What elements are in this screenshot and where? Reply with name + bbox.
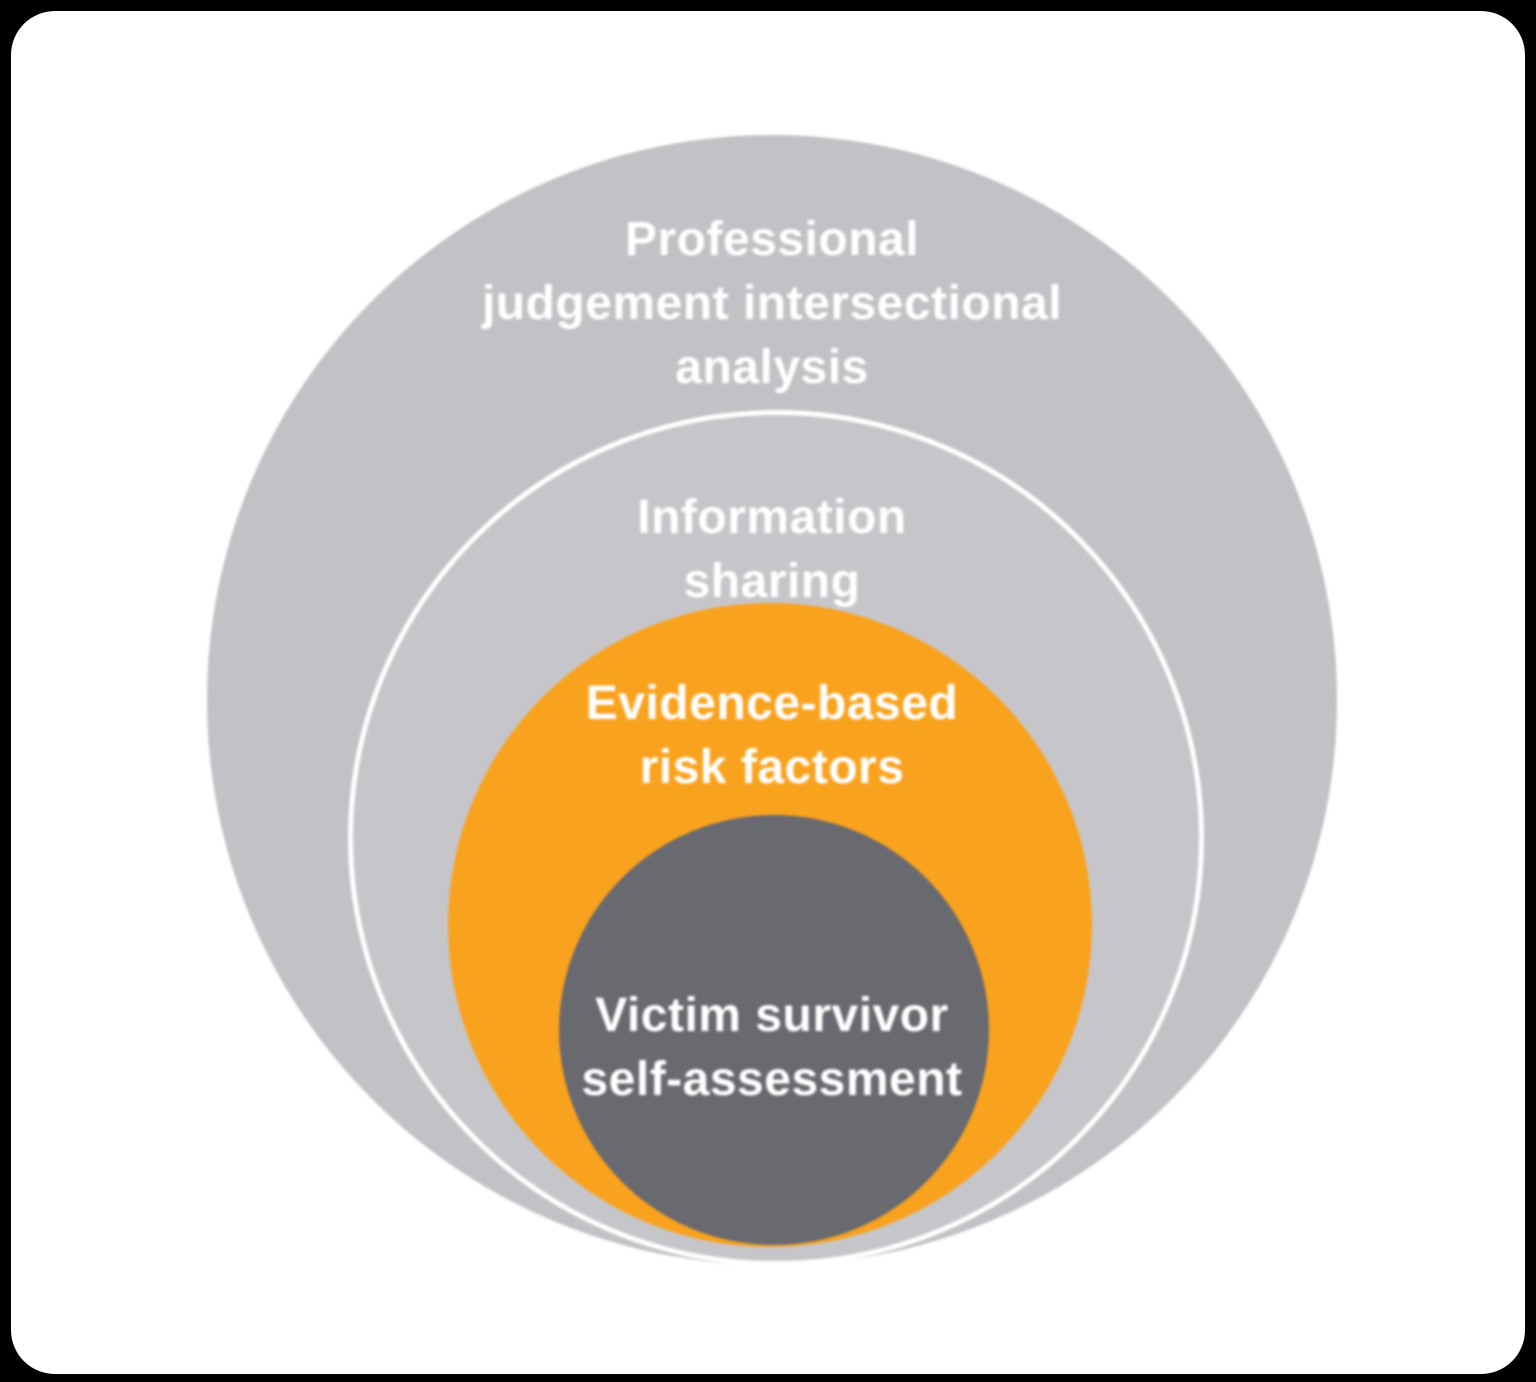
- label-evidence-based-risk-factors: Evidence-based risk factors: [4, 672, 1536, 800]
- label-victim-survivor-self-assessment: Victim survivor self-assessment: [4, 984, 1536, 1112]
- label-line: Victim survivor: [595, 989, 949, 1042]
- label-line: Information: [637, 491, 907, 544]
- label-line: Professional: [624, 213, 920, 266]
- label-line: sharing: [683, 555, 861, 608]
- circle-victim-survivor-self-assessment: [559, 815, 989, 1245]
- label-professional-judgement-intersectional-analysis: Professional judgement intersectional an…: [4, 208, 1536, 400]
- label-information-sharing: Information sharing: [4, 486, 1536, 614]
- label-line: judgement intersectional: [481, 277, 1063, 330]
- label-line: Evidence-based: [585, 677, 959, 730]
- label-line: analysis: [675, 341, 869, 394]
- label-line: self-assessment: [581, 1053, 963, 1106]
- label-line: risk factors: [639, 741, 905, 794]
